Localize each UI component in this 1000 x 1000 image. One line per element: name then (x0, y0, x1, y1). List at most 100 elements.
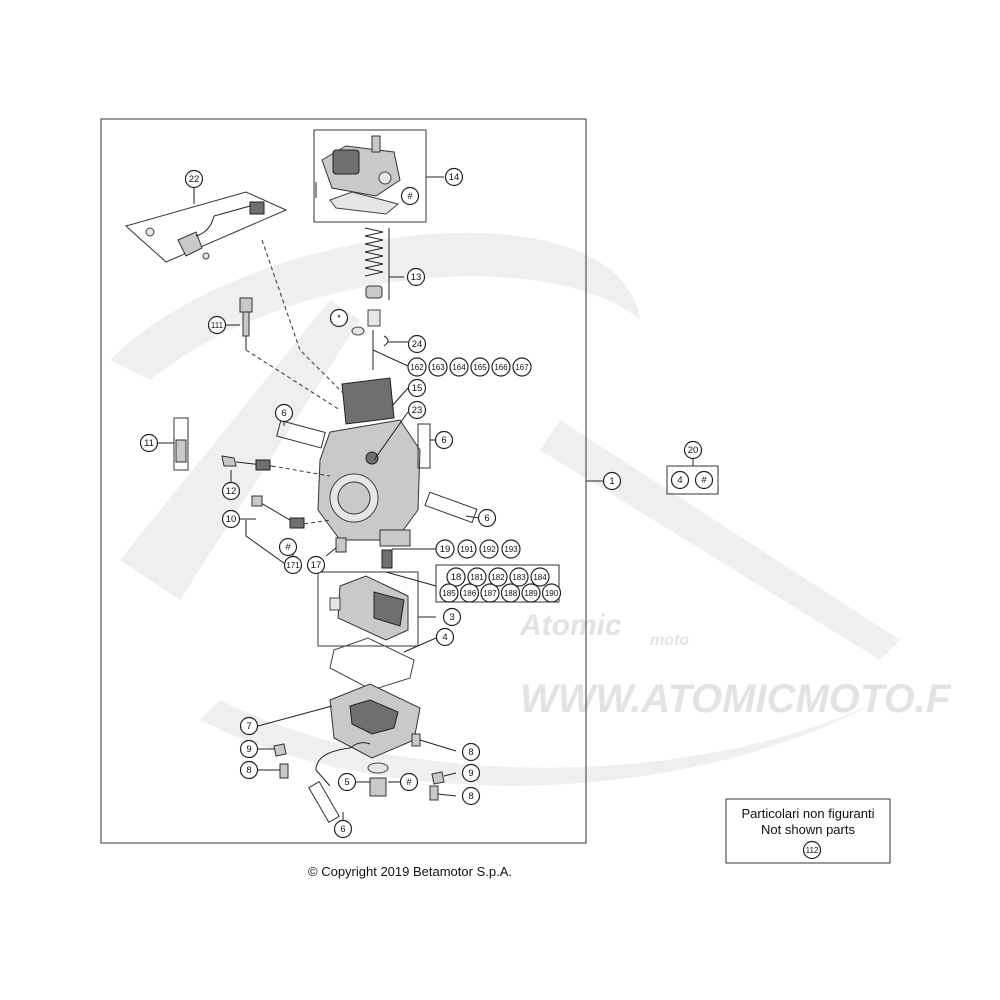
callout-6a-label: 6 (281, 408, 286, 419)
callout-12: 12 (221, 481, 241, 501)
callout-10: 10 (221, 509, 241, 529)
hose-wire (315, 742, 371, 787)
carburetor-body (317, 377, 421, 547)
callout-22: 22 (184, 169, 204, 189)
callout-row185-187-label: 187 (483, 589, 497, 598)
callout-8b: 8 (461, 742, 481, 762)
callout-row18-181: 181 (467, 567, 487, 587)
callout-row185-189-label: 189 (524, 589, 538, 598)
screw-8a (279, 763, 289, 779)
callout-23: 23 (407, 400, 427, 420)
callout-24: 24 (407, 334, 427, 354)
callout-row162-165-label: 165 (473, 363, 487, 372)
clip-24 (383, 335, 389, 347)
callout-20-label: 20 (688, 445, 699, 456)
jet-17 (335, 537, 347, 553)
callout-1: 1 (602, 471, 622, 491)
callout-5-hash-label: # (406, 777, 412, 788)
callout-star: * (329, 308, 349, 328)
callout-row19-193-label: 193 (504, 545, 518, 554)
callout-row185-186-label: 186 (463, 589, 477, 598)
leader-17 (325, 547, 337, 557)
washer-star (351, 326, 365, 336)
callout-star-label: * (337, 313, 341, 324)
spring-13 (364, 227, 384, 327)
callout-row19-192: 192 (479, 539, 499, 559)
tps-sensor-22 (145, 201, 265, 260)
callout-row18-18-label: 18 (451, 572, 462, 583)
callout-3: 3 (442, 607, 462, 627)
tube-6d (308, 780, 340, 824)
box-3 (317, 571, 419, 647)
callout-20: 20 (683, 440, 703, 460)
tube-6a (276, 419, 326, 449)
legend-line1: Particolari non figuranti (742, 806, 875, 821)
bracket-14 (313, 129, 427, 223)
callout-row185-186: 186 (459, 583, 480, 603)
leader-18 (385, 571, 437, 587)
callout-7: 7 (239, 716, 259, 736)
gasket-4 (329, 637, 415, 691)
callout-9a: 9 (239, 739, 259, 759)
callout-11: 11 (139, 433, 159, 453)
callout-5-hash: # (399, 772, 419, 792)
dash-12 (271, 465, 331, 477)
throttle-cam-assembly (315, 135, 401, 215)
callout-13-label: 13 (411, 272, 422, 283)
callout-8c: 8 (461, 786, 481, 806)
callout-row185-187: 187 (480, 583, 500, 603)
bracket-22 (124, 191, 288, 263)
callout-6d-label: 6 (340, 824, 345, 835)
callout-row19-19-label: 19 (440, 544, 451, 555)
callout-row162-167: 167 (512, 357, 532, 377)
callout-4-label: 4 (442, 632, 447, 643)
drain-plug-5 (367, 762, 389, 797)
leader-162 (372, 349, 409, 367)
leader-8c (437, 793, 457, 797)
dash-22 (261, 239, 361, 411)
float-3 (329, 575, 409, 641)
callout-row162-164: 164 (449, 357, 469, 377)
callout-row18-182-label: 182 (491, 573, 505, 582)
jet-19 (381, 549, 393, 569)
callout-171-label: 171 (286, 561, 300, 570)
part-10 (251, 495, 305, 529)
callout-5: 5 (337, 772, 357, 792)
callout-9a-label: 9 (246, 744, 251, 755)
screw-8c (429, 785, 439, 801)
callout-row19-192-label: 192 (482, 545, 496, 554)
screw-9b (431, 771, 445, 785)
callout-7-label: 7 (246, 721, 251, 732)
callout-3-label: 3 (449, 612, 454, 623)
callout-9b-label: 9 (468, 768, 473, 779)
callout-17: 17 (306, 555, 326, 575)
callout-row185-190: 190 (541, 583, 562, 603)
callout-6c: 6 (477, 508, 497, 528)
float-bowl-7 (329, 683, 421, 759)
callout-10-hash-label: # (285, 542, 291, 553)
callout-row162-162: 162 (407, 357, 427, 377)
callout-9b: 9 (461, 763, 481, 783)
callout-111: 111 (207, 315, 227, 335)
legend-line2: Not shown parts (761, 822, 855, 837)
screw-9a (273, 743, 287, 757)
callout-row185-185-label: 185 (442, 589, 456, 598)
callouts: 1345#666678889910#11121314#1517171204#22… (139, 167, 822, 860)
watermark-url: WWW.ATOMICMOTO.F (520, 677, 952, 721)
callout-10-hash: # (278, 537, 298, 557)
callout-row19-191: 191 (457, 539, 477, 559)
leader-8b (419, 739, 457, 752)
callout-6a: 6 (274, 403, 294, 423)
callout-171: 171 (283, 555, 303, 575)
callout-10-label: 10 (226, 514, 237, 525)
watermark: Atomic moto WWW.ATOMICMOTO.F (110, 232, 952, 786)
part-11 (173, 417, 189, 471)
callout-14-hash: # (400, 186, 420, 206)
callout-112-label: 112 (806, 846, 819, 855)
callout-row19-191-label: 191 (460, 545, 474, 554)
callout-14-label: 14 (449, 172, 460, 183)
tube-6c (424, 491, 478, 524)
callout-row185-190-label: 190 (545, 589, 559, 598)
callout-row185-188-label: 188 (504, 589, 518, 598)
callout-row162-163: 163 (428, 357, 448, 377)
